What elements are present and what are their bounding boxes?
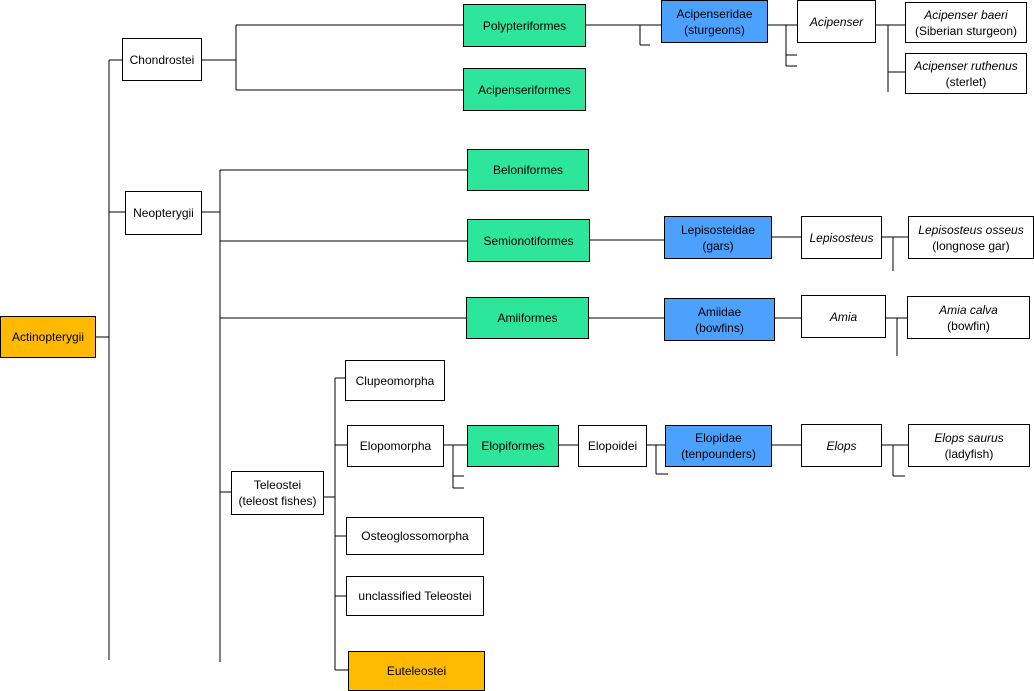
node-actinopterygii: Actinopterygii bbox=[0, 316, 96, 358]
node-label: Osteoglossomorpha bbox=[361, 529, 469, 543]
node-euteleostei: Euteleostei bbox=[348, 651, 485, 691]
node-label: Amia bbox=[829, 309, 858, 324]
node-amia: Amia bbox=[801, 295, 886, 338]
node-acipenseridae: Acipenseridae (sturgeons) bbox=[661, 0, 768, 43]
node-label: Lepisosteus bbox=[809, 230, 874, 245]
node-amiiformes: Amiiformes bbox=[466, 297, 589, 339]
node-acipenser-baeri: Acipenser baeri (Siberian sturgeon) bbox=[905, 2, 1027, 43]
node-neopterygii: Neopterygii bbox=[125, 191, 202, 235]
node-elopidae: Elopidae (tenpounders) bbox=[665, 425, 772, 467]
node-label: Elops saurus bbox=[934, 430, 1004, 445]
node-semionotiformes: Semionotiformes bbox=[467, 219, 590, 262]
node-label: Semionotiformes bbox=[483, 233, 574, 248]
node-label: Elopiformes bbox=[481, 439, 545, 453]
node-acipenseriformes: Acipenseriformes bbox=[463, 68, 586, 111]
node-common-name: (bowfin) bbox=[947, 318, 990, 333]
node-chondrostei: Chondrostei bbox=[122, 38, 202, 81]
node-label: Elopidae bbox=[695, 431, 742, 445]
node-amia-calva: Amia calva (bowfin) bbox=[907, 296, 1030, 339]
node-label: Chondrostei bbox=[129, 52, 195, 67]
node-lepisosteus-osseus: Lepisosteus osseus (longnose gar) bbox=[908, 216, 1034, 259]
node-label: Acipenseriformes bbox=[478, 82, 571, 97]
node-teleostei: Teleostei (teleost fishes) bbox=[231, 471, 324, 515]
node-label: Lepisosteus osseus bbox=[918, 222, 1024, 237]
node-label: Acipenser ruthenus bbox=[914, 58, 1018, 73]
node-polypteriformes: Polypteriformes bbox=[463, 4, 586, 47]
node-label: Lepisosteidae bbox=[680, 222, 756, 237]
node-clupeomorpha: Clupeomorpha bbox=[345, 360, 445, 401]
node-label: Teleostei bbox=[253, 478, 302, 492]
node-label: Clupeomorpha bbox=[355, 373, 435, 388]
node-label: Amiidae bbox=[697, 304, 742, 319]
node-beloniformes: Beloniformes bbox=[467, 149, 589, 191]
node-acipenser-ruthenus: Acipenser ruthenus (sterlet) bbox=[905, 53, 1027, 94]
node-amiidae: Amiidae (bowfins) bbox=[664, 298, 775, 341]
node-common-name: (ladyfish) bbox=[944, 446, 994, 461]
node-label: Elopoidei bbox=[587, 439, 638, 453]
node-elopoidei: Elopoidei bbox=[578, 425, 647, 467]
node-common-name: (sturgeons) bbox=[684, 22, 745, 37]
node-osteoglossomorpha: Osteoglossomorpha bbox=[346, 517, 484, 555]
node-label: Beloniformes bbox=[492, 163, 564, 177]
node-label: Elops bbox=[826, 438, 857, 453]
node-elopomorpha: Elopomorpha bbox=[347, 425, 444, 467]
node-common-name: (gars) bbox=[702, 238, 734, 253]
node-common-name: (tenpounders) bbox=[681, 447, 756, 461]
node-label: Amia calva bbox=[939, 302, 998, 317]
node-label: Acipenseridae bbox=[676, 6, 753, 21]
node-common-name: (Siberian sturgeon) bbox=[914, 23, 1018, 38]
node-label: Polypteriformes bbox=[482, 18, 567, 33]
node-label: Acipenser baeri bbox=[924, 7, 1008, 22]
node-label: Elopomorpha bbox=[359, 439, 432, 453]
node-label: Acipenser bbox=[809, 14, 864, 29]
node-label: unclassified Teleostei bbox=[358, 589, 472, 603]
node-lepisosteidae: Lepisosteidae (gars) bbox=[664, 216, 772, 259]
node-label: Neopterygii bbox=[133, 206, 194, 220]
node-common-name: (sterlet) bbox=[945, 74, 987, 89]
node-unclassified-teleostei: unclassified Teleostei bbox=[346, 576, 484, 616]
node-label: Euteleostei bbox=[386, 664, 447, 678]
node-common-name: (bowfins) bbox=[695, 320, 744, 335]
node-elops: Elops bbox=[801, 424, 882, 467]
node-label: Actinopterygii bbox=[11, 330, 85, 344]
node-label: Amiiformes bbox=[497, 311, 558, 325]
node-common-name: (longnose gar) bbox=[932, 238, 1010, 253]
node-lepisosteus: Lepisosteus bbox=[801, 216, 882, 259]
node-common-name: (teleost fishes) bbox=[238, 494, 317, 508]
node-elops-saurus: Elops saurus (ladyfish) bbox=[908, 424, 1030, 467]
node-elopiformes: Elopiformes bbox=[467, 425, 559, 467]
node-acipenser: Acipenser bbox=[797, 0, 876, 43]
